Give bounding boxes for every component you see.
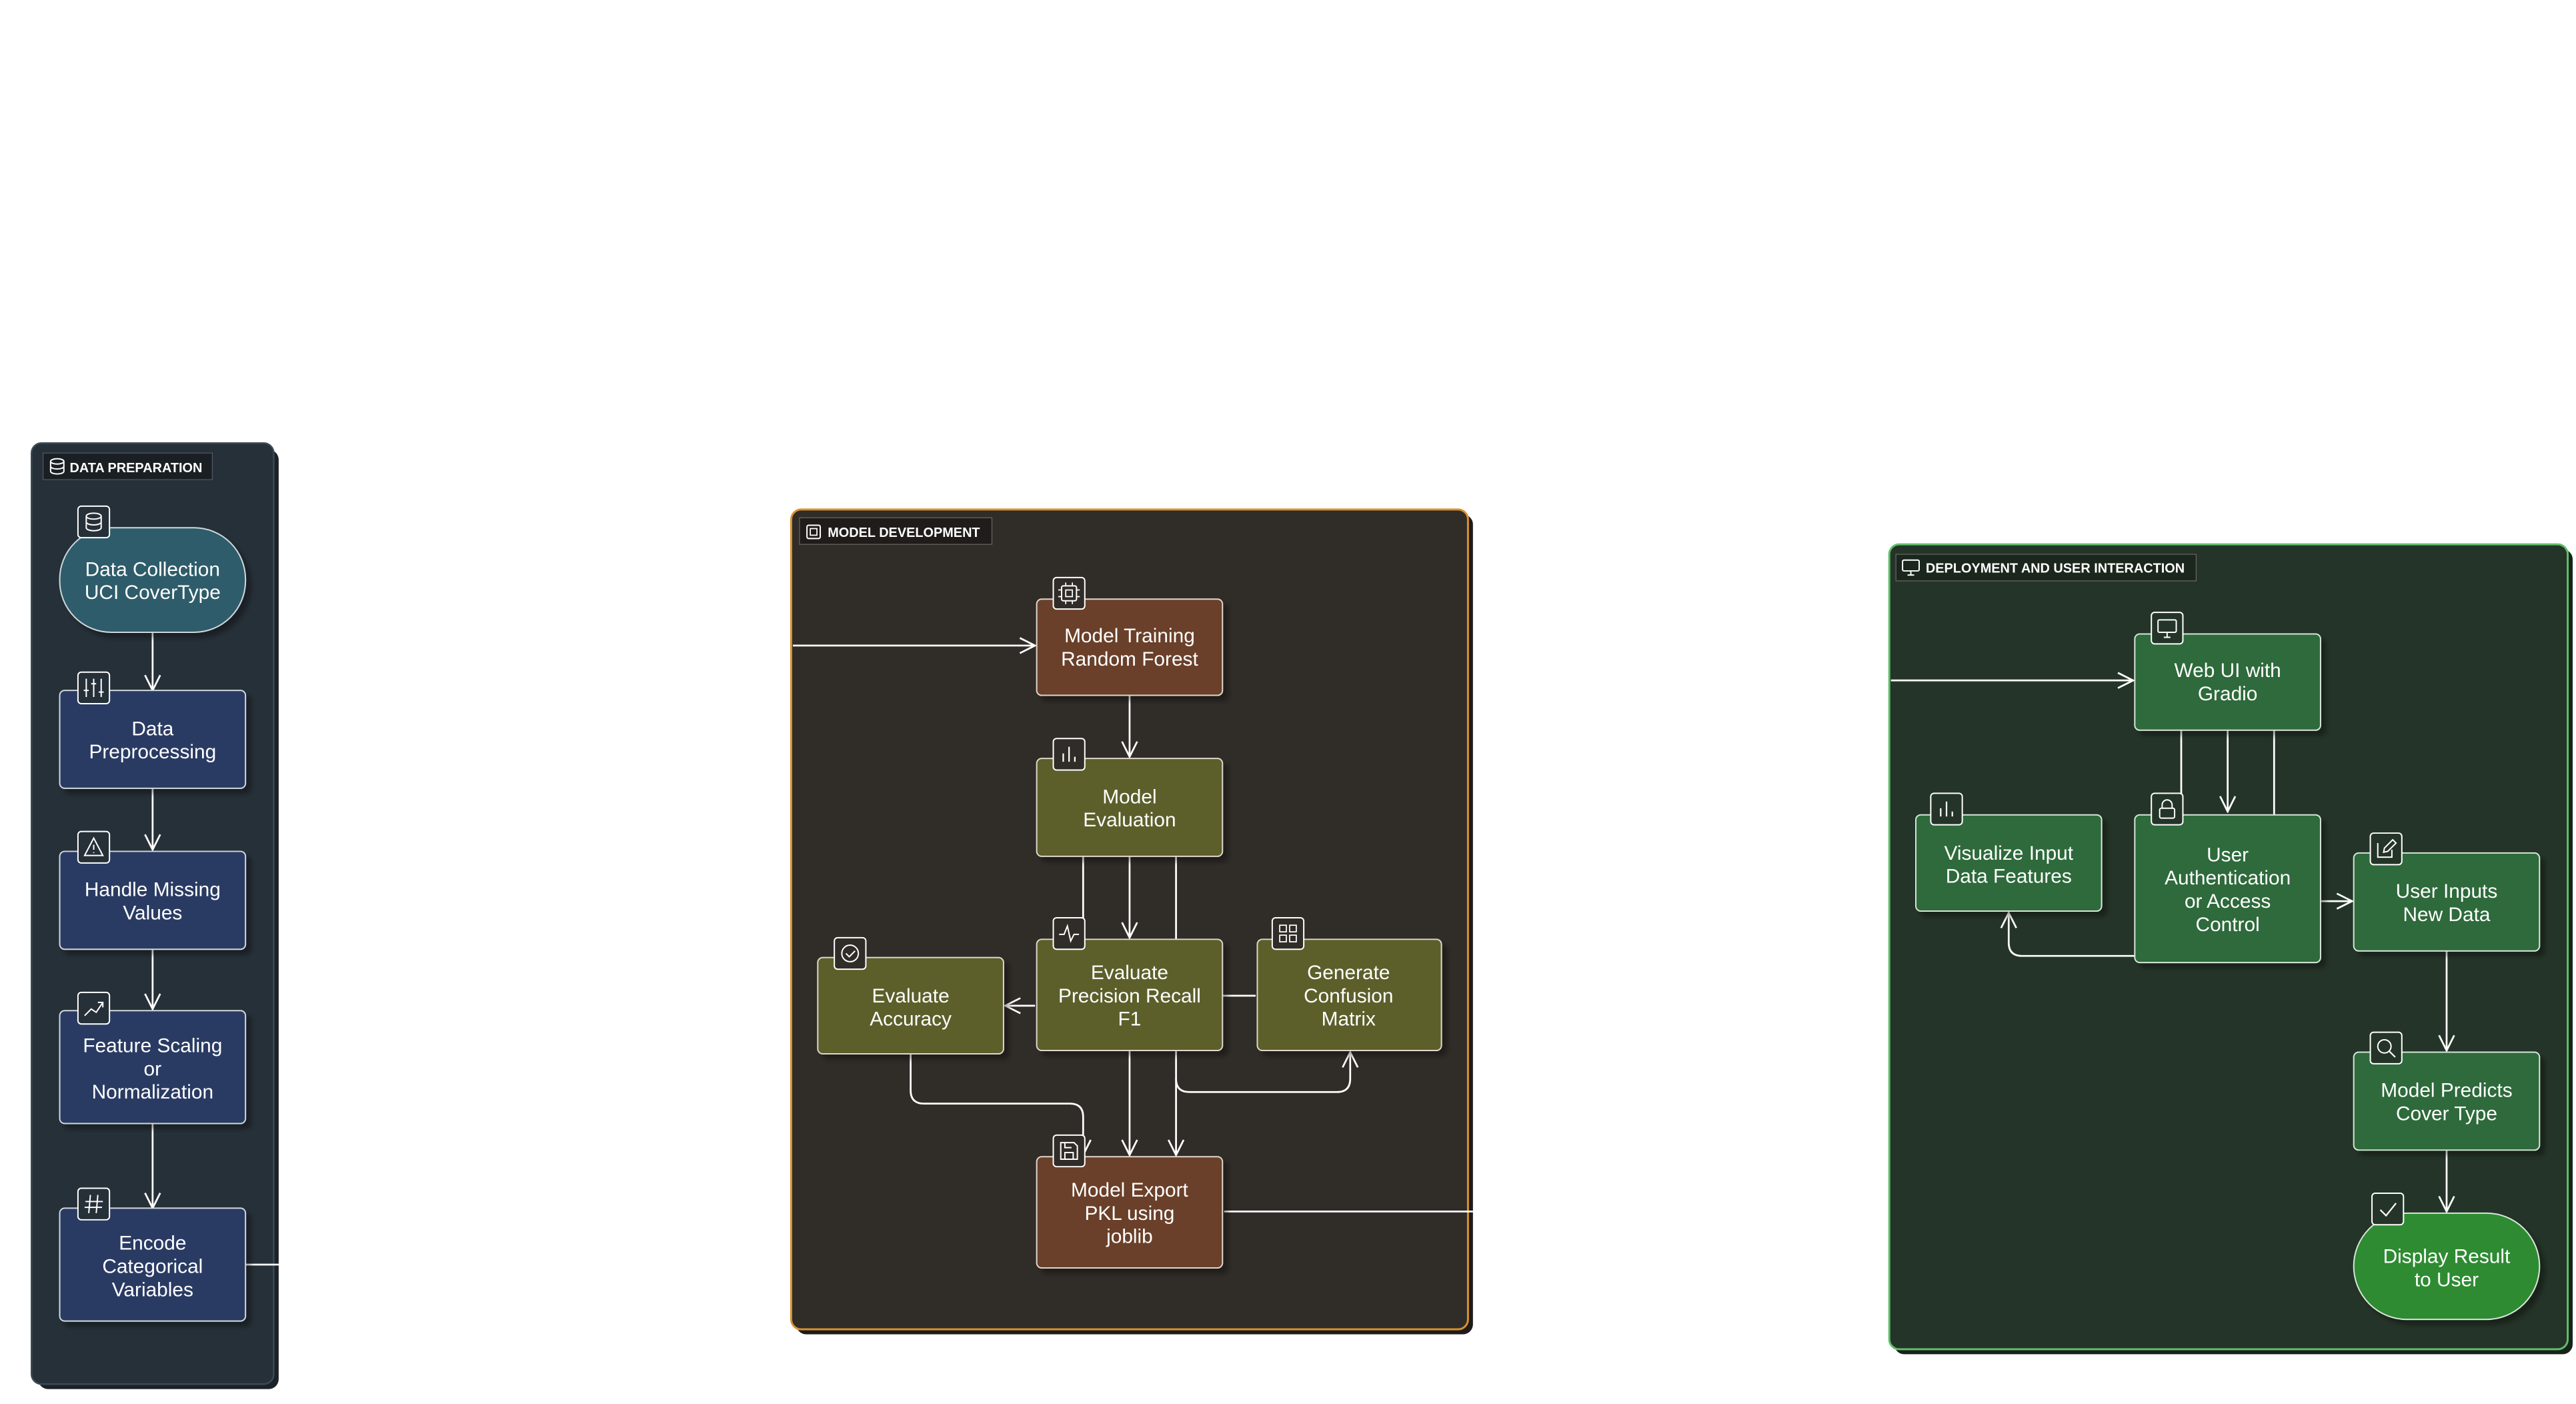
monitor-icon	[2151, 612, 2184, 645]
search-icon	[2369, 1031, 2403, 1065]
save-icon	[1052, 1134, 1086, 1168]
bar-chart-icon	[1052, 738, 1086, 771]
cpu-icon	[806, 524, 822, 540]
warning-icon	[77, 830, 111, 864]
grid-icon	[1271, 916, 1305, 950]
cpu-icon	[1052, 576, 1086, 610]
group-title-box	[799, 517, 993, 545]
edge	[2009, 912, 2135, 957]
activity-icon	[1052, 916, 1086, 950]
sliders-icon	[77, 671, 111, 704]
monitor-icon	[1902, 559, 1920, 576]
check-icon	[2371, 1193, 2405, 1226]
check-circle-icon	[834, 936, 867, 970]
edit-icon	[2369, 832, 2403, 866]
bar-chart-icon	[1930, 792, 1963, 826]
group-title: MODEL DEVELOPMENT	[828, 526, 980, 540]
trending-up-icon	[77, 991, 111, 1025]
edge	[1175, 1052, 1350, 1093]
group-title: DEPLOYMENT AND USER INTERACTION	[1926, 561, 2185, 576]
hash-icon	[77, 1187, 111, 1221]
group-title: DATA PREPARATION	[69, 461, 202, 476]
edge	[910, 1053, 1084, 1155]
database-icon	[77, 505, 111, 539]
database-icon	[49, 458, 65, 475]
group-title-box	[1895, 554, 2197, 582]
lock-icon	[2151, 792, 2184, 826]
group-title-box	[43, 452, 213, 480]
